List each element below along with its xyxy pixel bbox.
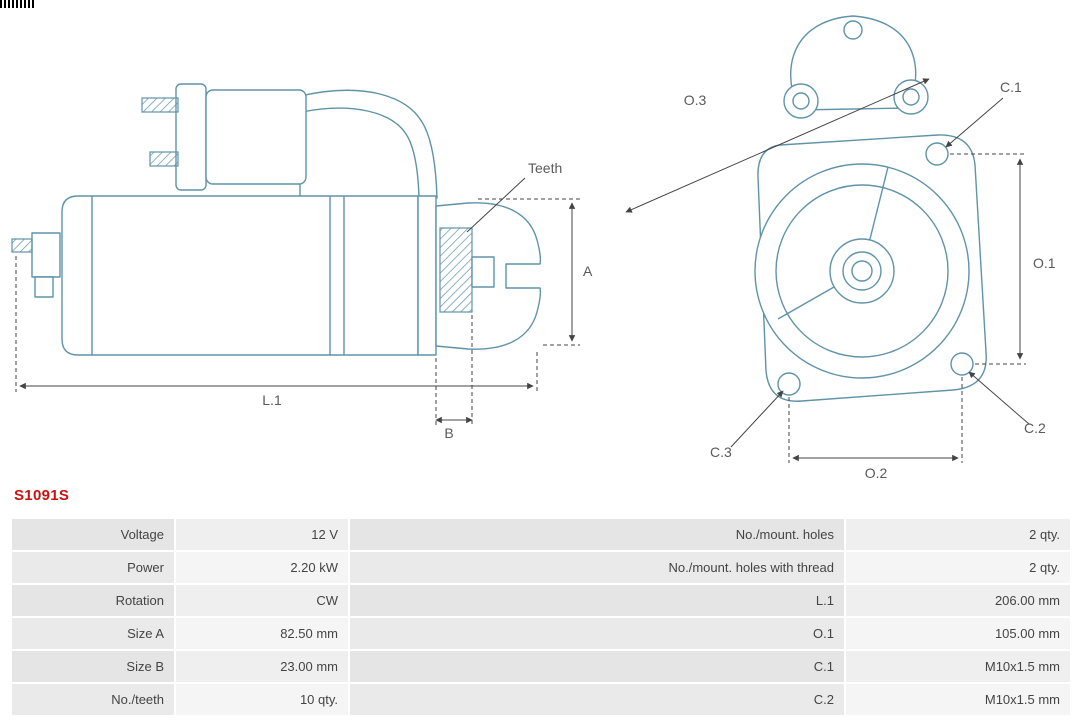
spec-row: Voltage 12 V No./mount. holes 2 qty.: [12, 519, 1070, 550]
front-view-drawing: O.3 C.1 O.1 O.2 C.3 C.2: [625, 15, 1056, 481]
dim-label-a: A: [583, 263, 593, 279]
spec-value: 206.00 mm: [846, 585, 1070, 616]
pinion-shaft: [471, 256, 495, 288]
motor-body: [61, 195, 419, 356]
spec-value: 12 V: [176, 519, 348, 550]
spec-label: L.1: [350, 585, 844, 616]
spec-row: Size B 23.00 mm C.1 M10x1.5 mm: [12, 651, 1070, 682]
spec-label: Voltage: [12, 519, 174, 550]
spec-value: 2 qty.: [846, 552, 1070, 583]
dim-label-c3: C.3: [710, 444, 732, 460]
spec-value: 2.20 kW: [176, 552, 348, 583]
terminal-stud-top: [141, 97, 179, 113]
spec-label: Size B: [12, 651, 174, 682]
spec-label: No./mount. holes: [350, 519, 844, 550]
mount-hole-c3: [777, 372, 801, 396]
spec-label: No./mount. holes with thread: [350, 552, 844, 583]
spec-label: Size A: [12, 618, 174, 649]
dim-label-o3: O.3: [684, 92, 707, 108]
solenoid-body: [205, 89, 307, 185]
mount-hole-c2: [950, 352, 974, 376]
pinion-gear: [439, 227, 473, 313]
terminal-stud-bottom: [149, 151, 179, 167]
mount-hole-c1: [925, 142, 949, 166]
technical-drawing: Teeth A L.1 B: [11, 15, 1056, 481]
body-terminal-block: [31, 232, 61, 278]
spec-value: 105.00 mm: [846, 618, 1070, 649]
spec-label: C.2: [350, 684, 844, 715]
shaft-center: [851, 260, 873, 282]
spec-value: 2 qty.: [846, 519, 1070, 550]
dim-label-b: B: [444, 425, 453, 441]
spec-label: Power: [12, 552, 174, 583]
spec-value: M10x1.5 mm: [846, 684, 1070, 715]
spec-row: Power 2.20 kW No./mount. holes with thre…: [12, 552, 1070, 583]
dim-label-o1: O.1: [1033, 255, 1056, 271]
dim-label-l1: L.1: [262, 392, 282, 408]
spec-table: Voltage 12 V No./mount. holes 2 qty. Pow…: [10, 517, 1072, 717]
spec-value: 10 qty.: [176, 684, 348, 715]
dim-label-teeth: Teeth: [528, 160, 562, 176]
spec-label: Rotation: [12, 585, 174, 616]
solenoid-cap: [175, 83, 207, 191]
side-view-drawing: Teeth A L.1 B: [11, 83, 593, 441]
spec-row: Size A 82.50 mm O.1 105.00 mm: [12, 618, 1070, 649]
spec-value: 82.50 mm: [176, 618, 348, 649]
spec-row: Rotation CW L.1 206.00 mm: [12, 585, 1070, 616]
dim-label-c2: C.2: [1024, 420, 1046, 436]
spec-value: CW: [176, 585, 348, 616]
spec-value: 23.00 mm: [176, 651, 348, 682]
spec-label: O.1: [350, 618, 844, 649]
part-number: S1091S: [14, 487, 70, 504]
barcode-fragment: [0, 0, 36, 8]
spec-label: No./teeth: [12, 684, 174, 715]
body-terminal-stud: [11, 238, 33, 253]
spec-row: No./teeth 10 qty. C.2 M10x1.5 mm: [12, 684, 1070, 715]
dim-label-c1: C.1: [1000, 79, 1022, 95]
drive-end-plate: [417, 195, 437, 356]
spec-label: C.1: [350, 651, 844, 682]
dim-label-o2: O.2: [865, 465, 888, 481]
spec-value: M10x1.5 mm: [846, 651, 1070, 682]
